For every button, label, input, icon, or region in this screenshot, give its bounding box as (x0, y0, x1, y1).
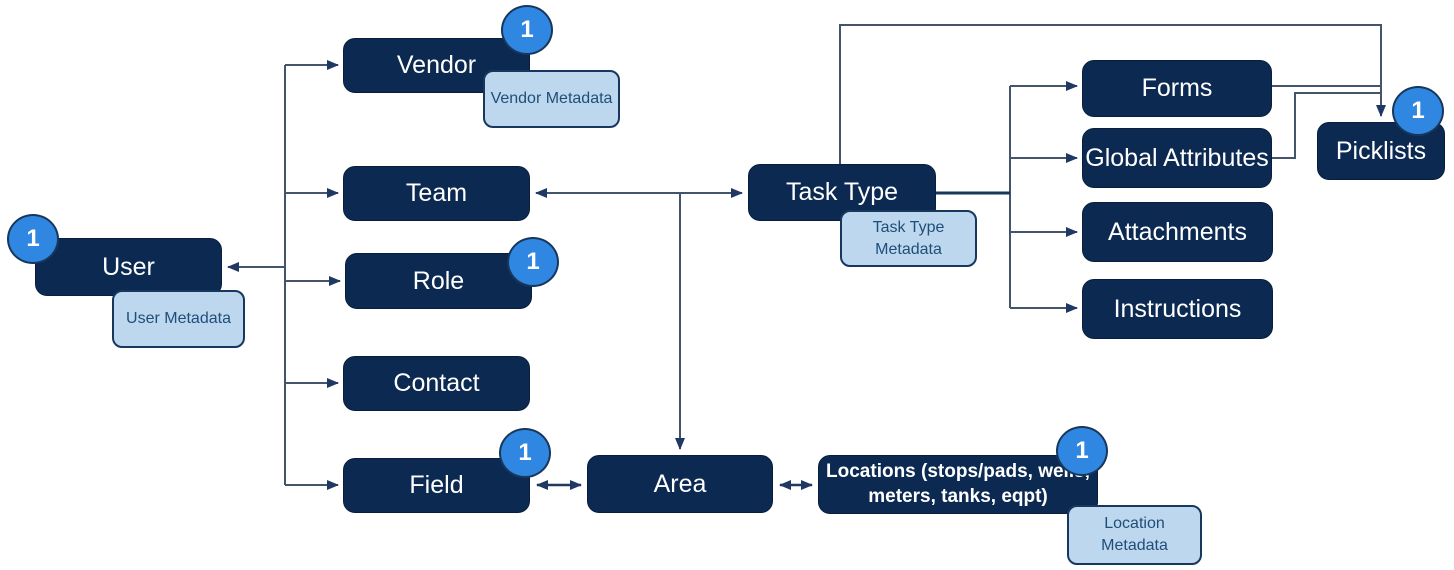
node-user: User (35, 238, 222, 296)
badge-vendor-count: 1 (501, 5, 553, 55)
picklists-routes (839, 24, 1386, 164)
node-instructions: Instructions (1082, 279, 1273, 339)
node-area: Area (587, 455, 773, 513)
badge-picklists-count: 1 (1392, 86, 1444, 136)
badge-locations-count: 1 (1056, 426, 1108, 476)
node-team: Team (343, 166, 530, 221)
node-field: Field (343, 458, 530, 513)
right-trunk-group (1009, 81, 1078, 313)
node-contact: Contact (343, 356, 530, 411)
node-role: Role (345, 253, 532, 309)
left-trunk-group (227, 60, 341, 490)
badge-field-count: 1 (499, 428, 551, 478)
note-task-type-metadata: Task Type Metadata (840, 210, 977, 267)
note-user-metadata: User Metadata (112, 290, 245, 348)
arrow-tasktype-to-picklists (839, 24, 1386, 164)
badge-role-count: 1 (507, 237, 559, 287)
link-global-attributes-to-picklists (1272, 92, 1380, 159)
node-global-attributes: Global Attributes (1082, 128, 1272, 188)
node-attachments: Attachments (1082, 202, 1273, 262)
badge-user-count: 1 (7, 214, 59, 264)
team-tasktype-group (535, 188, 743, 450)
note-location-metadata: Location Metadata (1067, 505, 1202, 565)
node-locations: Locations (stops/pads, wells, meters, ta… (818, 455, 1098, 514)
note-vendor-metadata: Vendor Metadata (483, 70, 620, 128)
node-forms: Forms (1082, 60, 1272, 117)
